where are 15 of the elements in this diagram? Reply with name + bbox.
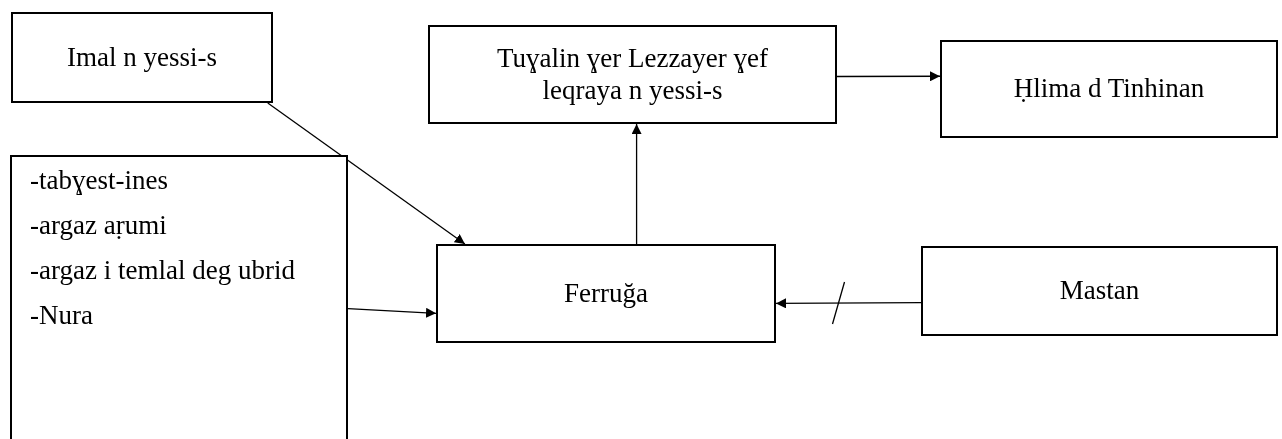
list-item: -Nura — [30, 300, 93, 332]
box-label: Ferruğa — [564, 277, 648, 309]
list-item: -argaz aṛumi — [30, 210, 167, 242]
box-label: Mastan — [1059, 275, 1140, 307]
list-item: -tabɣest-ines — [30, 165, 168, 197]
list-box — [10, 155, 348, 439]
process-box — [921, 246, 1278, 336]
box-label: Tuɣalin ɣer Lezzayer ɣef leqraya n yessi-s — [495, 43, 770, 106]
process-box — [428, 25, 837, 124]
box-label: Imal n yessi-s — [67, 41, 217, 73]
process-box — [940, 40, 1278, 138]
process-box — [436, 244, 776, 343]
process-box — [11, 12, 273, 103]
box-label: Ḥlima d Tinhinan — [1013, 73, 1205, 105]
list-item: -argaz i temlal deg ubrid — [30, 255, 295, 287]
